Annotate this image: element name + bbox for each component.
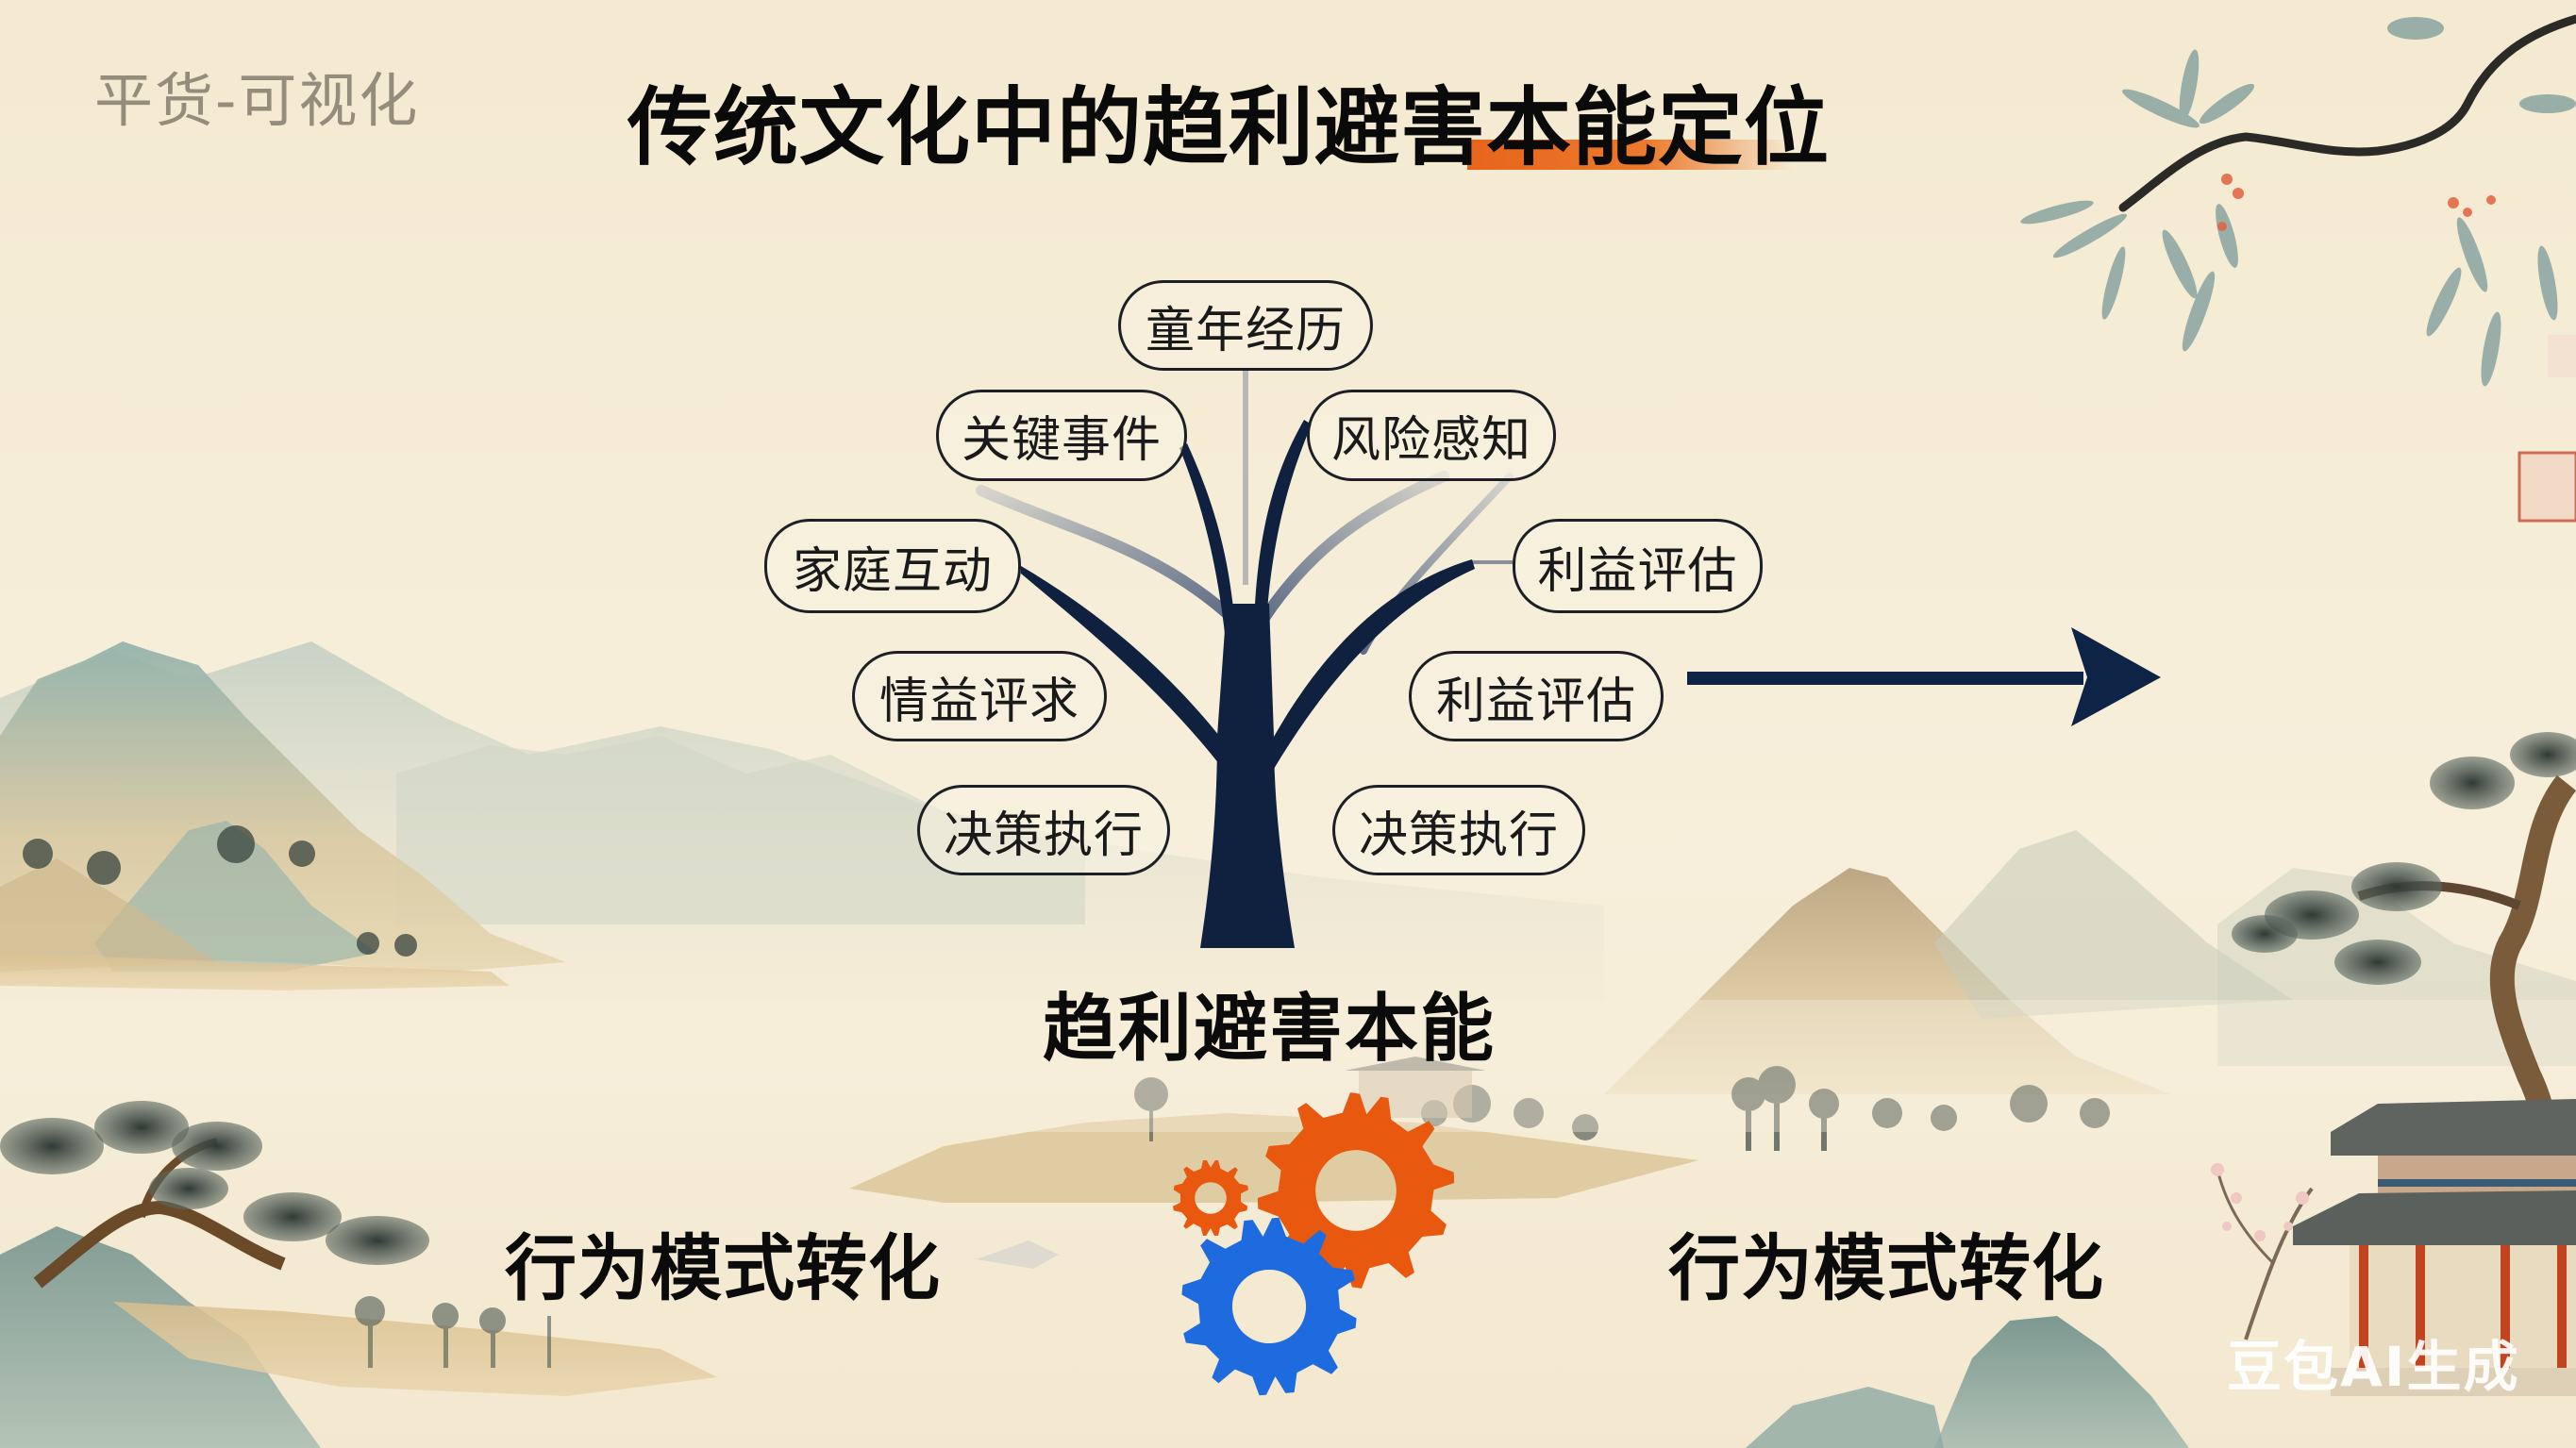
node-risk-perception: 风险感知 <box>1307 390 1556 481</box>
title-highlight-bar <box>1467 140 1793 170</box>
node-key-events: 关键事件 <box>936 390 1187 481</box>
page-title: 传统文化中的趋利避害本能定位 <box>627 78 1830 177</box>
node-benefit-assessment-upper: 利益评估 <box>1513 519 1763 613</box>
node-decision-execution-left: 决策执行 <box>917 785 1170 875</box>
node-decision-execution-right: 决策执行 <box>1332 785 1585 875</box>
ai-generated-watermark: 豆包AI生成 <box>2227 1335 2520 1399</box>
tree-root-label: 趋利避害本能 <box>1043 987 1497 1072</box>
node-childhood: 童年经历 <box>1118 280 1373 371</box>
arrow-right-icon <box>1687 627 2161 726</box>
behavior-label-left: 行为模式转化 <box>505 1226 941 1310</box>
node-family-interaction: 家庭互动 <box>764 519 1021 613</box>
node-benefit-assessment-lower: 利益评估 <box>1409 651 1664 741</box>
small-orange-gear-icon <box>1173 1160 1248 1236</box>
node-emotion-benefit: 情益评求 <box>852 651 1107 741</box>
behavior-label-right: 行为模式转化 <box>1668 1226 2104 1310</box>
brand-watermark: 平货-可视化 <box>94 66 420 135</box>
